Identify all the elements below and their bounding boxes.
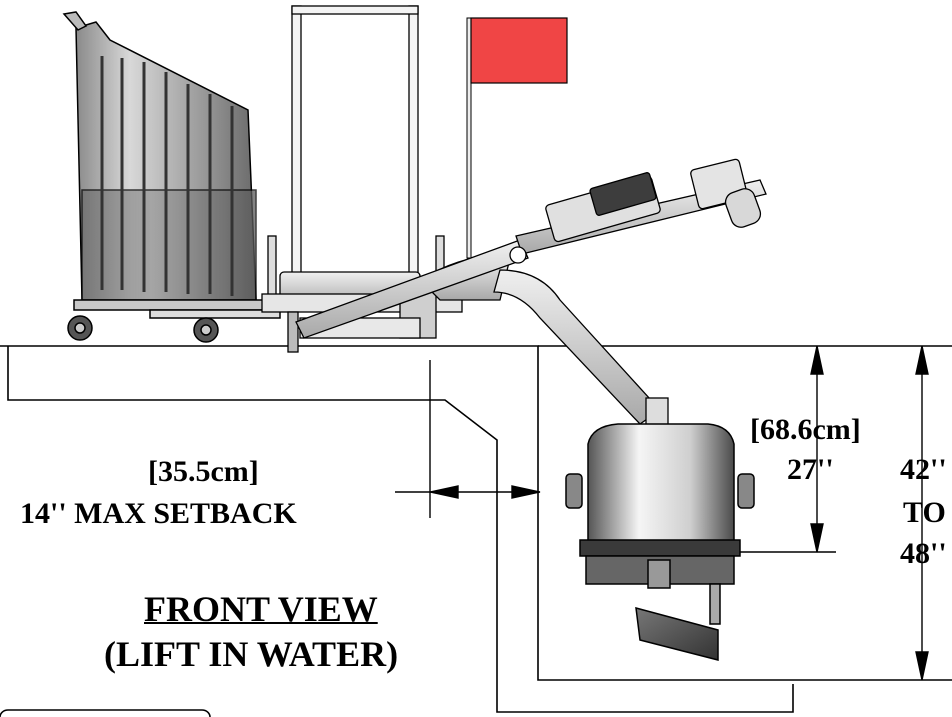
setback-metric-label: [35.5cm] [148,455,259,488]
water-tank [62,11,281,319]
view-subtitle: (LIFT IN WATER) [104,634,399,674]
lift-arm [295,158,767,429]
flag [466,17,568,259]
footrest [635,606,719,661]
dimension-lines [395,345,929,681]
seat-depth-metric-label: [68.6cm] [750,413,861,446]
lift-seat [565,423,755,625]
setback-imperial-label: 14'' MAX SETBACK [20,497,297,530]
cart-wheel [67,315,219,343]
depth-range-to-label: TO [903,496,946,529]
depth-range-max-label: 48'' [900,537,947,570]
view-title: FRONT VIEW [144,589,378,629]
depth-range-min-label: 42'' [900,453,947,486]
upright-frame [291,5,419,297]
seat-depth-imperial-label: 27'' [787,453,834,486]
pool-outline [0,345,952,717]
